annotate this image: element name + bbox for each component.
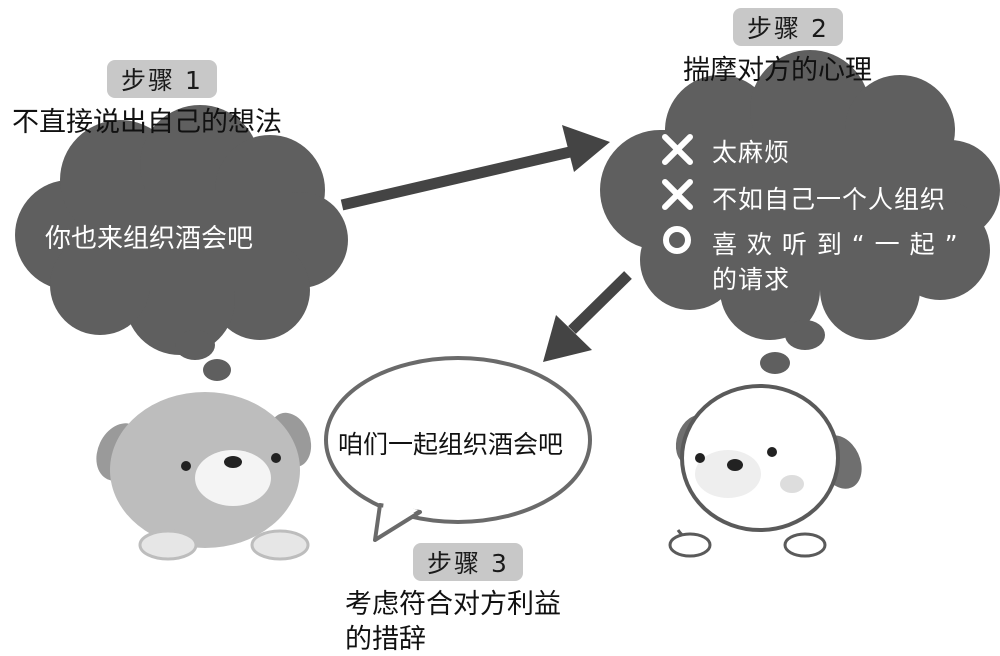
thought-dots-left xyxy=(175,330,231,381)
step3-description-line1: 考虑符合对方利益 xyxy=(345,589,561,620)
step3-badge: 步骤 3 xyxy=(413,543,523,581)
step3-bubble-text: 咱们一起组织酒会吧 xyxy=(338,430,564,459)
thought-dots-right xyxy=(760,320,825,374)
step2-item-3: 喜 欢 听 到 “ 一 起 ” xyxy=(712,230,959,259)
dog-left xyxy=(96,392,312,561)
step2-badge: 步骤 2 xyxy=(733,8,843,46)
x-icon xyxy=(662,179,693,210)
thought-cloud-left xyxy=(15,105,348,355)
step1-badge: 步骤 1 xyxy=(107,60,217,98)
step2-item-3-continued: 的请求 xyxy=(712,265,791,294)
step2-item-2: 不如自己一个人组织 xyxy=(712,185,947,214)
circle-icon xyxy=(663,226,691,254)
speech-bubble-center xyxy=(324,356,592,542)
step2-description: 揣摩对方的心理 xyxy=(683,55,872,86)
step3-description-line2: 的措辞 xyxy=(345,624,426,655)
step2-item-1: 太麻烦 xyxy=(712,138,791,167)
dog-right xyxy=(668,384,862,558)
step1-bubble-text: 你也来组织酒会吧 xyxy=(45,224,254,254)
x-icon xyxy=(662,134,693,165)
arrow-step1-to-step2 xyxy=(340,125,610,211)
step1-description: 不直接说出自己的想法 xyxy=(12,107,282,138)
arrow-step2-to-step3 xyxy=(543,271,632,362)
thought-cloud-right xyxy=(600,50,1000,340)
